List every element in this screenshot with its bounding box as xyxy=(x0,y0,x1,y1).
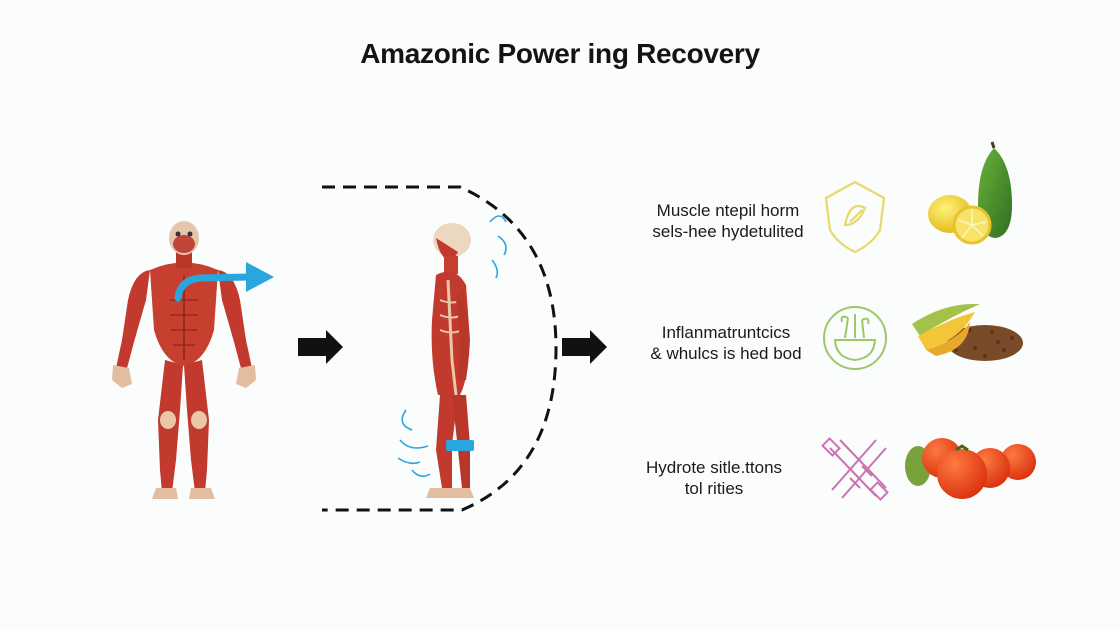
benefit-hydration: Hydrote sitle.ttons tol rities xyxy=(594,457,834,499)
herb-bowl-icon xyxy=(823,306,887,370)
lemon-avocado xyxy=(928,141,1012,245)
flow-arrow-2 xyxy=(562,330,607,364)
blue-arrow-head xyxy=(246,262,274,292)
side-muscle-figure xyxy=(426,223,474,498)
benefit-inflammation: Inflanmatruntcics & whulcs is hed bod xyxy=(606,322,846,364)
benefit-muscle-line-1: Muscle ntepil horm xyxy=(656,201,800,220)
benefit-inflammation-line-2: & whulcs is hed bod xyxy=(650,344,802,363)
blue-curved-arrow xyxy=(174,273,254,302)
benefit-muscle-line-2: sels-hee hydetulited xyxy=(652,222,804,241)
benefit-muscle: Muscle ntepil horm sels-hee hydetulited xyxy=(608,200,848,242)
page-title: Amazonic Power ing Recovery xyxy=(360,38,760,69)
benefit-hydration-line-1: Hydrote sitle.ttons xyxy=(645,458,783,477)
blue-swirl-top xyxy=(489,215,507,279)
benefit-inflammation-line-1: Inflanmatruntcics xyxy=(661,323,791,342)
knee-band xyxy=(446,440,474,451)
leaf-shield-icon xyxy=(824,180,886,254)
front-muscle-figure xyxy=(112,221,256,499)
dashed-bracket xyxy=(322,185,558,512)
tomatoes xyxy=(905,438,1036,499)
benefit-hydration-line-2: tol rities xyxy=(684,479,744,498)
crossed-tools-icon xyxy=(821,437,889,501)
blue-swirl-bottom xyxy=(397,409,431,478)
bananas-seeds xyxy=(912,303,1023,361)
flow-arrow-1 xyxy=(298,330,343,364)
